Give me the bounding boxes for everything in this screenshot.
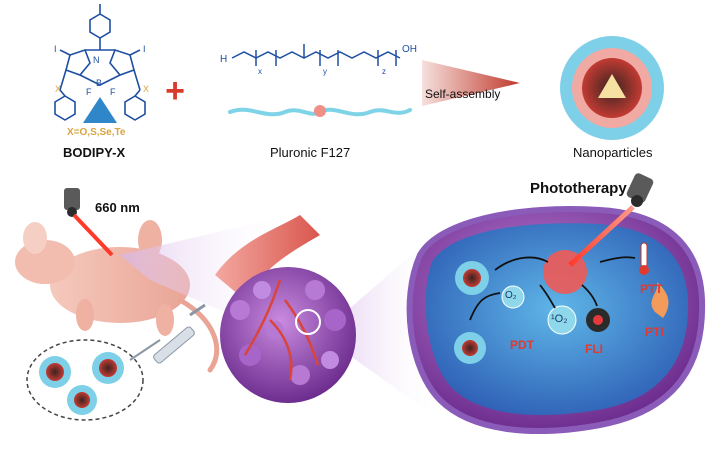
- plus-sign: +: [165, 72, 185, 110]
- thermometer-icon: [639, 242, 649, 275]
- mouse-illustration: [15, 220, 220, 373]
- fli-probe-core: [593, 315, 603, 325]
- atom-label-f-right: F: [110, 87, 116, 97]
- fli-label: FLI: [585, 342, 603, 356]
- singlet-oxygen-label: ¹O₂: [551, 313, 568, 325]
- nanoparticle-zoom-ellipse: [26, 339, 144, 421]
- formula-subscript-y: y: [323, 67, 327, 76]
- nanoparticle-small-group: [39, 352, 124, 415]
- atom-label-b: B: [96, 78, 103, 88]
- cell-arrows: [469, 256, 636, 321]
- laser-beam-cell: [568, 205, 635, 267]
- formula-hydroxyl: OH: [402, 44, 417, 55]
- atom-label-n: N: [93, 55, 100, 65]
- self-assembly-label: Self-assembly: [425, 87, 501, 101]
- bodipy-structure: [54, 4, 146, 121]
- pluronic-formula: [231, 44, 401, 66]
- bodipy-triangle-shape: [83, 97, 117, 123]
- singlet-oxygen-bubble: [547, 305, 577, 335]
- formula-subscript-x: x: [258, 67, 262, 76]
- ptt-label: PTT: [640, 282, 663, 296]
- atom-label-x-left: X: [55, 84, 62, 94]
- laser-wavelength-label: 660 nm: [95, 200, 140, 215]
- tumor-highlight-ring: [295, 309, 321, 335]
- laser-device-icon-cell: [626, 173, 654, 207]
- laser-beam-mouse: [72, 213, 114, 257]
- bodipy-label: BODIPY-X: [63, 145, 126, 160]
- polymer-label: Pluronic F127: [270, 145, 351, 160]
- pti-label: PTI: [645, 325, 664, 339]
- atom-label-f-left: F: [86, 87, 92, 97]
- formula-hydrogen: H: [220, 54, 227, 65]
- cell-nanoparticle-2: [454, 332, 486, 364]
- phototherapy-title: Phototherapy: [530, 180, 627, 197]
- self-assembly-arrow: [422, 60, 520, 106]
- syringe-icon: [129, 303, 206, 364]
- nanoparticle-large: [560, 36, 664, 140]
- x-substituents-label: X=O,S,Se,Te: [67, 127, 126, 138]
- tumor-cluster-shape: [220, 267, 356, 403]
- pti-flame-icon: [651, 282, 669, 318]
- nanoparticle-label: Nanoparticles: [573, 145, 653, 160]
- pdt-label: PDT: [510, 338, 534, 352]
- polymer-core-bead: [314, 105, 326, 117]
- atom-label-x-right: X: [143, 84, 150, 94]
- laser-device-icon: [64, 188, 80, 217]
- cell-nanoparticle-1: [455, 261, 489, 295]
- oxygen-label: O₂: [505, 290, 517, 301]
- atom-label-i-left: I: [54, 44, 57, 54]
- blood-vessel-shape: [215, 215, 320, 300]
- formula-subscript-z: z: [382, 67, 386, 76]
- tumor-vessels-shape: [243, 279, 320, 381]
- oxygen-bubble: [501, 285, 525, 309]
- atom-label-i-right: I: [143, 44, 146, 54]
